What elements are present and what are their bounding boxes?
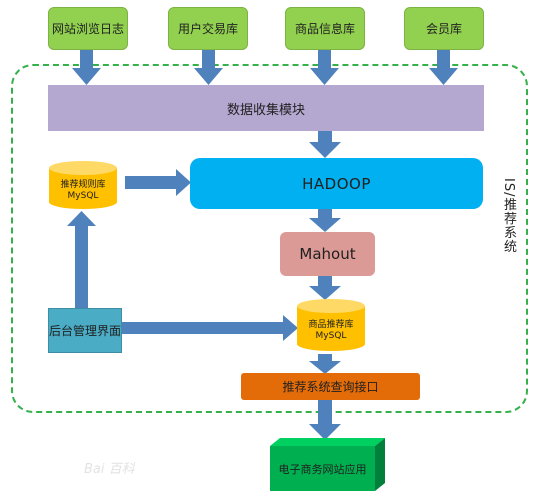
arrow-admin-productdb bbox=[122, 315, 298, 341]
arrow-source-3 bbox=[310, 49, 339, 85]
arrow-source-4 bbox=[429, 49, 458, 85]
ecommerce-app: 电子商务网站应用 bbox=[270, 446, 375, 491]
rule-db-engine: MySQL bbox=[67, 191, 99, 201]
data-collection-module: 数据收集模块 bbox=[48, 85, 484, 131]
arrow-mahout-productdb bbox=[309, 276, 341, 300]
admin-interface: 后台管理界面 bbox=[48, 308, 122, 353]
system-label: IS/推荐系统 bbox=[501, 178, 516, 254]
product-db-label: 商品推荐库 MySQL bbox=[297, 320, 365, 342]
source-members: 会员库 bbox=[404, 7, 484, 50]
product-db-title: 商品推荐库 bbox=[308, 320, 354, 330]
app-box-3d bbox=[270, 438, 385, 491]
arrow-productdb-query bbox=[309, 354, 341, 374]
hadoop-block: HADOOP bbox=[190, 158, 483, 209]
arrow-admin-ruledb bbox=[67, 211, 96, 312]
arrow-source-1 bbox=[72, 49, 101, 85]
rule-db-label: 推荐规则库 MySQL bbox=[49, 180, 117, 202]
mahout-block: Mahout bbox=[280, 232, 375, 276]
recommendation-system-boundary bbox=[11, 64, 528, 413]
rule-db-title: 推荐规则库 bbox=[60, 180, 106, 190]
source-product-info: 商品信息库 bbox=[285, 7, 365, 50]
watermark: Bai 百科 bbox=[84, 462, 135, 477]
product-db-cylinder bbox=[297, 299, 365, 351]
product-db-engine: MySQL bbox=[315, 331, 347, 341]
rule-db-cylinder bbox=[49, 161, 117, 209]
arrow-source-2 bbox=[194, 49, 223, 85]
source-web-log: 网站浏览日志 bbox=[48, 7, 128, 50]
arrow-collect-hadoop bbox=[309, 130, 341, 158]
arrow-ruledb-hadoop bbox=[125, 169, 191, 196]
query-interface: 推荐系统查询接口 bbox=[241, 373, 420, 400]
arrow-hadoop-mahout bbox=[309, 208, 341, 232]
arrow-query-app bbox=[309, 399, 341, 440]
source-user-transactions: 用户交易库 bbox=[168, 7, 248, 50]
